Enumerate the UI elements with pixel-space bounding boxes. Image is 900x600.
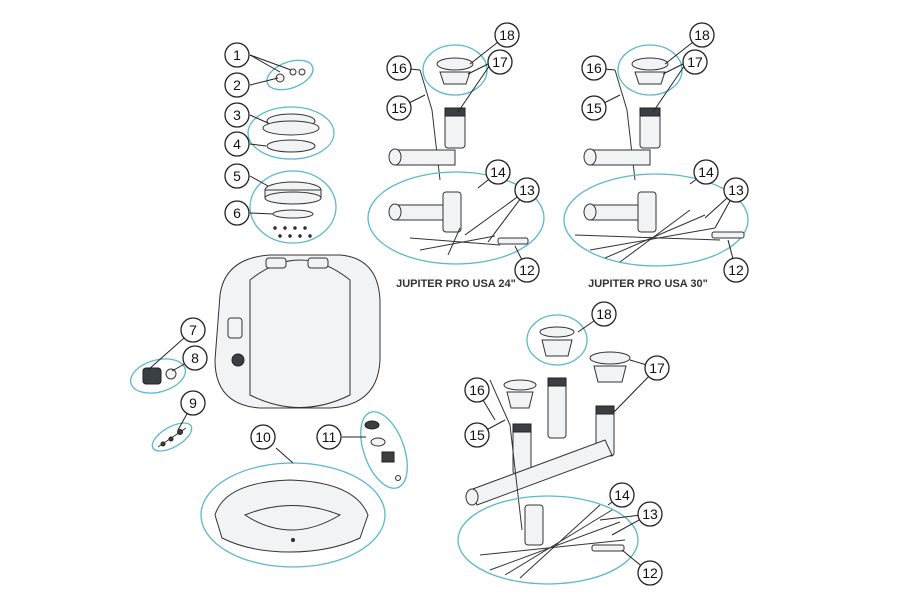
callout-30-15: 15 bbox=[581, 95, 607, 121]
callout-lower-14-label: 14 bbox=[614, 487, 630, 503]
callout-30-17: 17 bbox=[682, 49, 708, 75]
callout-11-label: 11 bbox=[322, 429, 337, 445]
callout-30-16-label: 16 bbox=[586, 60, 602, 76]
callout-30-18: 18 bbox=[689, 22, 715, 48]
callout-30-14: 14 bbox=[693, 159, 719, 185]
callout-30-16: 16 bbox=[581, 55, 607, 81]
callout-5-label: 5 bbox=[233, 168, 241, 184]
callout-24-12-label: 12 bbox=[519, 262, 535, 278]
callout-24-14: 14 bbox=[485, 159, 511, 185]
callout-30-15-label: 15 bbox=[586, 100, 602, 116]
callout-3: 3 bbox=[224, 102, 250, 128]
callout-24-16: 16 bbox=[386, 55, 412, 81]
callout-30-14-label: 14 bbox=[698, 164, 714, 180]
group-parts-5-6 bbox=[249, 170, 337, 244]
callout-lower-13-label: 13 bbox=[642, 506, 658, 522]
callout-4: 4 bbox=[224, 131, 250, 157]
callout-lower-18: 18 bbox=[591, 301, 617, 327]
config-lower-assembly bbox=[457, 314, 639, 585]
callout-lower-14: 14 bbox=[609, 482, 635, 508]
callout-lower-15-label: 15 bbox=[469, 427, 485, 443]
callout-30-13-label: 13 bbox=[728, 182, 744, 198]
callout-24-18: 18 bbox=[494, 22, 520, 48]
callout-9: 9 bbox=[180, 390, 206, 416]
callout-lower-13: 13 bbox=[637, 501, 663, 527]
callout-lower-16-label: 16 bbox=[469, 382, 485, 398]
callout-5: 5 bbox=[224, 163, 250, 189]
group-part-11 bbox=[360, 411, 408, 489]
callout-lower-16: 16 bbox=[464, 377, 490, 403]
callout-6-label: 6 bbox=[233, 205, 241, 221]
callout-24-13-label: 13 bbox=[519, 182, 535, 198]
callout-10-label: 10 bbox=[255, 429, 271, 445]
callout-6: 6 bbox=[224, 200, 250, 226]
callout-30-17-label: 17 bbox=[687, 54, 703, 70]
callout-lower-12-label: 12 bbox=[642, 565, 658, 581]
callout-lower-17-label: 17 bbox=[649, 360, 665, 376]
config-30-assembly bbox=[563, 44, 749, 267]
config-24-title: JUPITER PRO USA 24" bbox=[396, 278, 516, 290]
callout-2: 2 bbox=[224, 72, 250, 98]
callout-2-label: 2 bbox=[233, 77, 241, 93]
callout-7: 7 bbox=[180, 317, 206, 343]
group-parts-7-8 bbox=[129, 358, 187, 394]
config-24-assembly bbox=[367, 44, 545, 265]
callout-7-label: 7 bbox=[189, 322, 197, 338]
callout-24-13: 13 bbox=[514, 177, 540, 203]
callout-4-label: 4 bbox=[233, 136, 241, 152]
group-parts-1-2 bbox=[266, 59, 314, 91]
callout-24-14-label: 14 bbox=[490, 164, 506, 180]
callout-30-13: 13 bbox=[723, 177, 749, 203]
callout-10: 10 bbox=[250, 424, 276, 450]
group-parts-3-4 bbox=[247, 106, 335, 160]
callout-30-12-label: 12 bbox=[728, 262, 744, 278]
callout-30-18-label: 18 bbox=[694, 27, 710, 43]
callout-lower-15: 15 bbox=[464, 422, 490, 448]
callout-11: 11 bbox=[316, 424, 342, 450]
callout-30-12: 12 bbox=[723, 257, 749, 283]
callout-lower-12: 12 bbox=[637, 560, 663, 586]
callout-24-16-label: 16 bbox=[391, 60, 407, 76]
callout-24-17-label: 17 bbox=[492, 54, 508, 70]
callout-24-15-label: 15 bbox=[391, 100, 407, 116]
callout-24-18-label: 18 bbox=[499, 27, 515, 43]
config-30-title: JUPITER PRO USA 30" bbox=[588, 278, 708, 290]
callout-8-label: 8 bbox=[191, 350, 199, 366]
callout-lower-17: 17 bbox=[644, 355, 670, 381]
callout-9-label: 9 bbox=[189, 395, 197, 411]
callout-24-15: 15 bbox=[386, 95, 412, 121]
callout-24-12: 12 bbox=[514, 257, 540, 283]
callout-8: 8 bbox=[182, 345, 208, 371]
callout-24-17: 17 bbox=[487, 49, 513, 75]
callout-lower-18-label: 18 bbox=[596, 306, 612, 322]
callout-1-label: 1 bbox=[233, 47, 241, 63]
filter-tank bbox=[214, 254, 381, 409]
group-part-9 bbox=[151, 422, 193, 452]
callout-1: 1 bbox=[224, 42, 250, 68]
group-base bbox=[200, 462, 386, 568]
callout-3-label: 3 bbox=[233, 107, 241, 123]
